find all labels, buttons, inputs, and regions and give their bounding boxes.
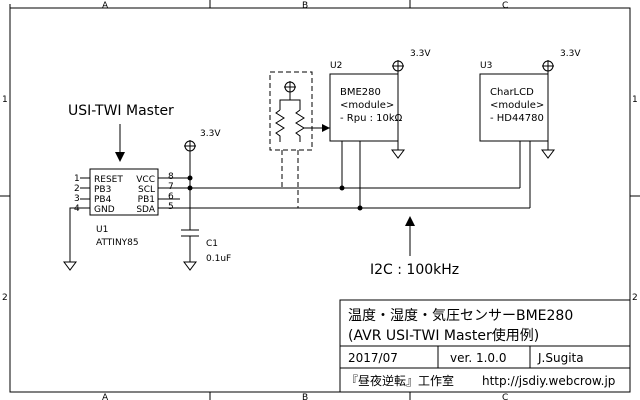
u2-line: BME280 bbox=[340, 87, 381, 98]
u3-ref: U3 bbox=[480, 61, 492, 71]
title-date: 2017/07 bbox=[348, 351, 398, 365]
u1-pin-name: PB3 bbox=[94, 185, 111, 195]
u1-pin-name: PB1 bbox=[138, 195, 155, 205]
u1-pin-number: 8 bbox=[168, 172, 174, 182]
u2-body bbox=[329, 73, 399, 142]
u1-part: ATTINY85 bbox=[96, 238, 139, 248]
u1-pin-name: VCC bbox=[136, 175, 155, 185]
u1-pin-name: GND bbox=[94, 205, 115, 215]
c1-value: 0.1uF bbox=[206, 254, 231, 264]
i2c-callout-arrow bbox=[405, 216, 415, 256]
c1-ref: C1 bbox=[206, 239, 218, 249]
zone-label-row-1: 1 bbox=[2, 95, 8, 105]
u1-pin-number: 6 bbox=[168, 192, 174, 202]
u1-pin-name: SCL bbox=[138, 185, 155, 195]
zone-label-col-a-bottom: A bbox=[102, 393, 109, 400]
u2-line: <module> bbox=[340, 100, 394, 111]
u3-line: - HD44780 bbox=[490, 113, 544, 124]
u1-body bbox=[89, 168, 159, 216]
power-label-u3: 3.3V bbox=[560, 49, 581, 59]
vcc-power-symbol-u2 bbox=[392, 60, 404, 74]
junction-dots bbox=[187, 175, 363, 211]
pullup-resistor-network bbox=[269, 71, 330, 208]
power-label-u2: 3.3V bbox=[410, 49, 431, 59]
usi-twi-callout-arrow bbox=[115, 124, 125, 162]
u1-pin-number: 2 bbox=[74, 184, 80, 194]
u3-body bbox=[479, 73, 549, 142]
u1-pin-number: 5 bbox=[168, 202, 174, 212]
u2-ref: U2 bbox=[330, 61, 342, 71]
u3-charlcd-module: U3 CharLCD <module> - HD44780 bbox=[479, 61, 555, 159]
wires bbox=[158, 141, 531, 230]
vcc-power-symbol-c1 bbox=[184, 140, 196, 152]
zone-label-row-1-right: 1 bbox=[632, 95, 638, 105]
usi-twi-callout-label: USI-TWI Master bbox=[68, 103, 174, 119]
title-line-1: 温度・湿度・気圧センサーBME280 bbox=[348, 308, 573, 324]
u1-pin-name: RESET bbox=[94, 175, 123, 185]
zone-label-col-c-bottom: C bbox=[502, 393, 508, 400]
zone-label-col-b-bottom: B bbox=[302, 393, 308, 400]
zone-label-row-2: 2 bbox=[2, 293, 8, 303]
title-url: http://jsdiy.webcrow.jp bbox=[482, 374, 615, 388]
u2-bme280-module: U2 BME280 <module> - Rpu : 10kΩ bbox=[329, 61, 405, 159]
u1-ref: U1 bbox=[96, 225, 108, 235]
u1-pin-number: 7 bbox=[168, 182, 174, 192]
vcc-power-symbol-u3 bbox=[542, 60, 554, 74]
u3-line: CharLCD bbox=[490, 87, 534, 98]
zone-label-col-c: C bbox=[502, 1, 508, 11]
title-version: ver. 1.0.0 bbox=[450, 351, 506, 365]
i2c-callout-label: I2C : 100kHz bbox=[370, 262, 459, 278]
u3-line: <module> bbox=[490, 100, 544, 111]
title-org: 『昼夜逆転』工作室 bbox=[346, 373, 454, 388]
u1-pin-name: PB4 bbox=[94, 195, 112, 205]
u1-pin-name: SDA bbox=[136, 205, 155, 215]
u1-pin-number: 4 bbox=[74, 204, 80, 214]
zone-label-row-2-right: 2 bbox=[632, 293, 638, 303]
title-line-2: (AVR USI-TWI Master使用例) bbox=[348, 327, 539, 344]
u1-pin-number: 3 bbox=[74, 194, 80, 204]
power-label-c1: 3.3V bbox=[200, 129, 221, 139]
zone-label-col-b: B bbox=[302, 1, 308, 11]
title-block: 温度・湿度・気圧センサーBME280 (AVR USI-TWI Master使用… bbox=[339, 299, 631, 393]
title-author: J.Sugita bbox=[537, 351, 584, 365]
u1-pin-number: 1 bbox=[74, 174, 80, 184]
u1-gnd-symbol bbox=[63, 207, 80, 271]
c1-capacitor bbox=[181, 229, 199, 271]
zone-label-col-a: A bbox=[102, 1, 109, 11]
u2-line: - Rpu : 10kΩ bbox=[340, 113, 403, 124]
u1-attiny85: 1 2 3 4 RESET PB3 PB4 GND VCC SCL PB1 SD… bbox=[74, 168, 174, 248]
